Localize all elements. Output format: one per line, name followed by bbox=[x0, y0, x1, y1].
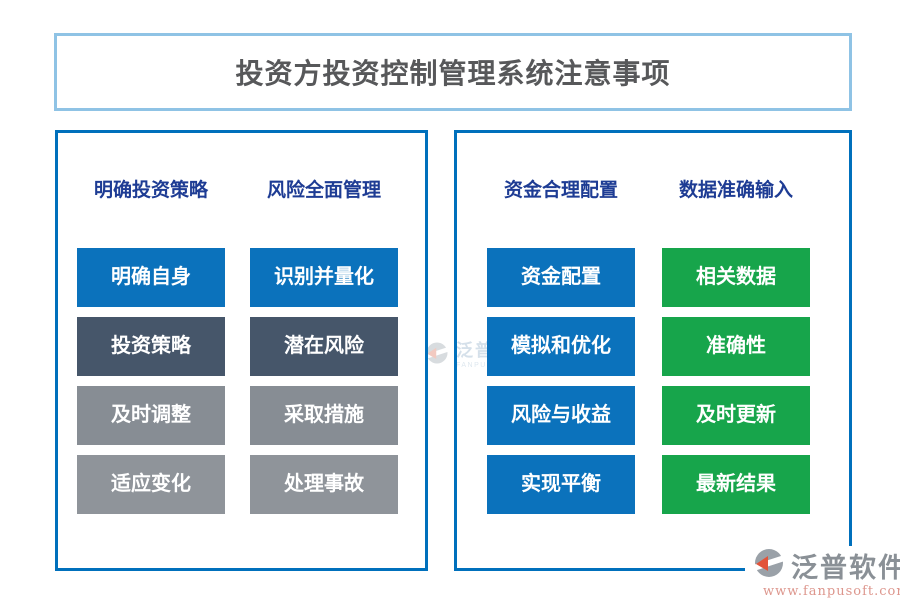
column-header: 数据准确输入 bbox=[678, 180, 793, 201]
item-box: 处理事故 bbox=[250, 455, 398, 514]
column-left-0: 明确投资策略明确自身投资策略及时调整适应变化 bbox=[77, 173, 225, 524]
item-box: 明确自身 bbox=[77, 248, 225, 307]
footer-url: www.fanpusoft.com bbox=[763, 584, 900, 599]
column-header: 资金合理配置 bbox=[503, 180, 618, 201]
item-box: 资金配置 bbox=[487, 248, 635, 307]
item-box: 投资策略 bbox=[77, 317, 225, 376]
panel-fund-allocation-data: 资金合理配置资金配置模拟和优化风险与收益实现平衡数据准确输入相关数据准确性及时更… bbox=[454, 130, 852, 571]
footer-logo: 泛普软件 www.fanpusoft.com bbox=[743, 546, 900, 601]
item-box: 识别并量化 bbox=[250, 248, 398, 307]
item-box: 及时更新 bbox=[662, 386, 810, 445]
column-header: 风险全面管理 bbox=[266, 180, 381, 201]
fanpu-logo-icon bbox=[743, 546, 795, 585]
item-box: 及时调整 bbox=[77, 386, 225, 445]
column-right-0: 资金合理配置资金配置模拟和优化风险与收益实现平衡 bbox=[487, 173, 635, 524]
item-box: 相关数据 bbox=[662, 248, 810, 307]
item-box: 最新结果 bbox=[662, 455, 810, 514]
column-right-1: 数据准确输入相关数据准确性及时更新最新结果 bbox=[662, 173, 810, 524]
column-header: 明确投资策略 bbox=[93, 180, 208, 201]
item-box: 准确性 bbox=[662, 317, 810, 376]
title-box: 投资方投资控制管理系统注意事项 bbox=[54, 33, 852, 111]
item-box: 风险与收益 bbox=[487, 386, 635, 445]
item-box: 实现平衡 bbox=[487, 455, 635, 514]
footer-brand: 泛普软件 bbox=[791, 553, 900, 584]
item-box: 潜在风险 bbox=[250, 317, 398, 376]
item-box: 适应变化 bbox=[77, 455, 225, 514]
panel-investment-strategy-risk: 明确投资策略明确自身投资策略及时调整适应变化风险全面管理识别并量化潜在风险采取措… bbox=[55, 130, 428, 571]
page-title: 投资方投资控制管理系统注意事项 bbox=[235, 58, 671, 89]
item-box: 采取措施 bbox=[250, 386, 398, 445]
column-left-1: 风险全面管理识别并量化潜在风险采取措施处理事故 bbox=[250, 173, 398, 524]
item-box: 模拟和优化 bbox=[487, 317, 635, 376]
